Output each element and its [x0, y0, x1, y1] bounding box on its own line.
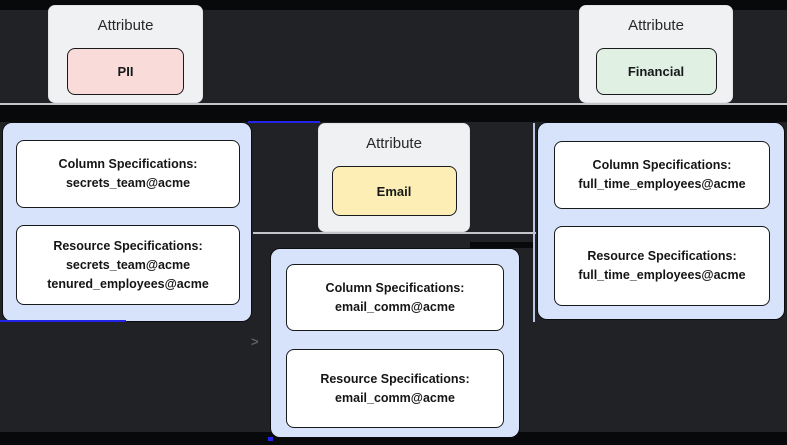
blue-edge-bottom-left — [0, 320, 126, 322]
resource-spec-node: Resource Specifications: full_time_emplo… — [554, 226, 770, 306]
attribute-card-title: Attribute — [628, 17, 684, 34]
column-spec-value: email_comm@acme — [335, 299, 455, 314]
spec-group-pii: Column Specifications: secrets_team@acme… — [2, 122, 252, 322]
resource-spec-value: tenured_employees@acme — [47, 276, 209, 291]
horizontal-edge-line-middle — [253, 232, 536, 234]
attribute-card-title: Attribute — [366, 135, 422, 152]
resource-spec-value: full_time_employees@acme — [578, 268, 746, 282]
middle-black-band — [470, 242, 534, 248]
column-spec-title: Column Specifications: — [325, 280, 465, 295]
resource-spec-title: Resource Specifications: — [53, 238, 203, 253]
resource-spec-node: Resource Specifications: secrets_team@ac… — [16, 225, 240, 305]
attribute-card-email: Attribute Email — [318, 123, 470, 232]
top-black-strip — [0, 0, 787, 10]
resource-spec-value: secrets_team@acme — [65, 257, 191, 272]
column-spec-value: secrets_team@acme — [65, 176, 191, 190]
resource-spec-value: email_comm@acme — [335, 390, 455, 405]
column-spec-node: Column Specifications: full_time_employe… — [554, 141, 770, 209]
spec-group-financial: Column Specifications: full_time_employe… — [537, 122, 785, 320]
attribute-pill-financial: Financial — [595, 48, 717, 95]
column-spec-node: Column Specifications: email_comm@acme — [286, 264, 504, 331]
column-spec-title: Column Specifications: — [58, 157, 198, 171]
edge-arrowhead-icon: > — [251, 334, 259, 349]
attribute-card-title: Attribute — [97, 17, 154, 34]
blue-edge-top — [248, 121, 320, 123]
column-spec-title: Column Specifications: — [592, 158, 732, 172]
bottom-black-strip — [0, 432, 787, 445]
column-spec-value: full_time_employees@acme — [578, 177, 746, 191]
spec-group-email: Column Specifications: email_comm@acme R… — [270, 248, 520, 438]
horizontal-edge-line-upper — [0, 103, 787, 105]
blue-edge-dot — [268, 437, 273, 441]
vertical-edge-line — [533, 123, 535, 322]
resource-spec-title: Resource Specifications: — [320, 371, 470, 386]
resource-spec-title: Resource Specifications: — [587, 249, 737, 263]
attribute-pill-email: Email — [331, 166, 457, 216]
attribute-card-financial: Attribute Financial — [579, 5, 733, 103]
column-spec-node: Column Specifications: secrets_team@acme — [16, 140, 240, 208]
attribute-card-pii: Attribute PII — [48, 5, 203, 103]
resource-spec-node: Resource Specifications: email_comm@acme — [286, 349, 504, 428]
upper-black-band — [0, 105, 787, 122]
attribute-pill-pii: PII — [67, 48, 184, 95]
